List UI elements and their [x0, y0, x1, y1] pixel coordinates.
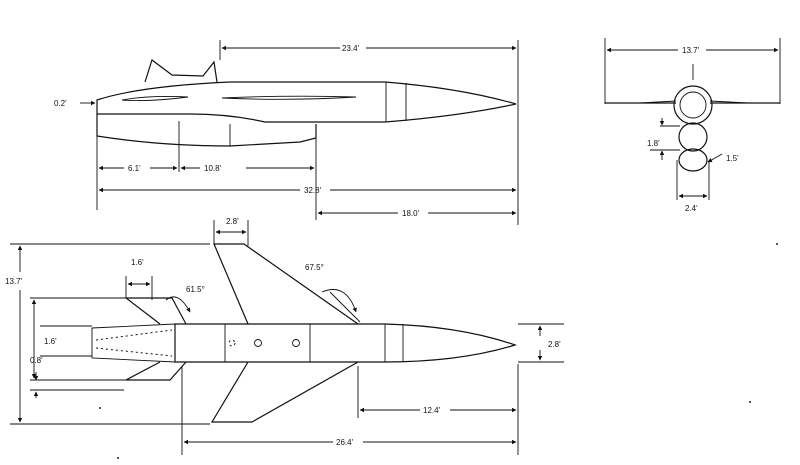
side-lower-pod	[96, 114, 317, 147]
plan-dim-label-12-4: 12.4'	[423, 406, 441, 415]
scan-specks	[99, 243, 778, 459]
plan-wing-upper	[213, 243, 359, 325]
front-fuselage-inner	[679, 91, 707, 119]
plan-nose-section	[91, 323, 176, 363]
side-cockpit-slot-front	[121, 95, 189, 102]
front-dim-label-2-4: 2.4'	[685, 204, 698, 213]
front-pod-lower	[678, 148, 708, 172]
side-dim-label-32-8: 32.8'	[304, 186, 322, 195]
plan-dim-label-1-6-canard: 1.6'	[131, 258, 144, 267]
front-view: 13.7' 1.8' 1.5' 2.4'	[604, 38, 781, 213]
plan-canard-lower	[125, 361, 187, 381]
side-dim-label-10-8: 10.8'	[204, 164, 222, 173]
plan-wing-lower	[210, 361, 359, 423]
front-pod-upper	[678, 122, 708, 152]
plan-fuselage	[174, 323, 517, 363]
plan-canard-upper	[124, 297, 187, 325]
side-view: 23.4' 0.2' 6.1' 10.8' 32.8' 18.0'	[54, 40, 519, 225]
plan-dim-label-2-8-chord: 2.8'	[226, 217, 239, 226]
side-fuselage	[96, 81, 517, 123]
plan-dim-label-1-6-nose: 1.6'	[44, 337, 57, 346]
front-dim-label-1-8: 1.8'	[647, 139, 660, 148]
side-dorsal-fin	[144, 59, 218, 83]
plan-dim-label-0-8: 0.8'	[30, 356, 43, 365]
side-dim-label-0-2: 0.2'	[54, 99, 67, 108]
plan-dim-label-13-7: 13.7'	[5, 277, 23, 286]
plan-view: 2.8' 67.5° 13.7' 1.6' 61.5° 1.6' 0.8'	[5, 217, 564, 455]
side-dim-label-18-0: 18.0'	[402, 209, 420, 218]
front-dim-label-13-7: 13.7'	[682, 46, 700, 55]
plan-dim-label-61-5: 61.5°	[186, 285, 205, 294]
plan-dim-label-2-8-tail: 2.8'	[548, 340, 561, 349]
plan-dim-label-26-4: 26.4'	[336, 438, 354, 447]
plan-dim-label-67-5: 67.5°	[305, 263, 324, 272]
side-cockpit-slot-rear	[221, 95, 357, 100]
plan-nose-dashes	[95, 329, 173, 357]
side-dim-label-23-4: 23.4'	[342, 44, 360, 53]
front-fuselage-outer	[673, 85, 713, 125]
side-dim-label-6-1: 6.1'	[128, 164, 141, 173]
front-dim-label-1-5: 1.5'	[726, 154, 739, 163]
